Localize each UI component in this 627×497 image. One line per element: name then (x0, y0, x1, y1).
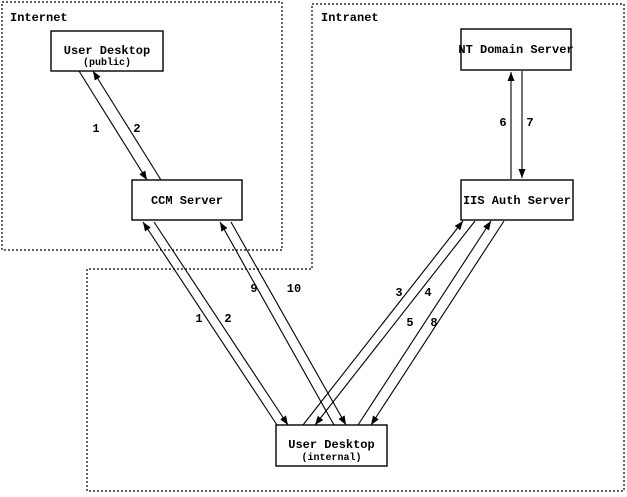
arrows-layer: 1 2 1 2 9 10 3 4 5 8 6 7 (78, 70, 534, 426)
arrow-3-line (302, 220, 464, 426)
arrow-5-line (357, 220, 492, 426)
arrow-1-label: 1 (195, 312, 202, 326)
arrow-10-line (230, 221, 347, 426)
arrow-10-label: 10 (287, 282, 301, 296)
node-iis-auth-server-box (460, 179, 574, 221)
node-nt-domain-server-box (460, 28, 572, 71)
arrow-1-label: 1 (92, 122, 99, 136)
arrow-8-label: 8 (430, 316, 437, 330)
node-ccm-server-title: CCM Server (151, 194, 223, 208)
arrow-1-line (78, 70, 148, 181)
node-user-desktop-public-subtitle: (public) (83, 57, 131, 69)
arrow-2-line (153, 221, 289, 426)
region-internet-label: Internet (10, 11, 68, 25)
region-intranet-border (86, 3, 625, 492)
arrow-4-line (314, 220, 476, 426)
node-user-desktop-internal-subtitle: (internal) (301, 452, 361, 464)
node-user-desktop-internal-title: User Desktop (288, 438, 374, 452)
arrow-9-line (219, 221, 335, 426)
arrow-2-line (92, 70, 162, 181)
arrow-7-label: 7 (526, 116, 533, 130)
region-intranet-label: Intranet (321, 11, 379, 25)
arrow-2-label: 2 (133, 122, 140, 136)
arrow-1-line (142, 221, 278, 426)
node-ccm-server-box (131, 179, 243, 221)
node-user-desktop-internal-box (275, 424, 388, 467)
arrow-4-label: 4 (424, 286, 431, 300)
node-nt-domain-server-title: NT Domain Server (458, 43, 573, 57)
region-internet-border (1, 1, 283, 251)
node-user-desktop-public-title: User Desktop (64, 44, 150, 58)
arrow-8-line (370, 220, 505, 426)
arrow-3-label: 3 (395, 286, 402, 300)
node-user-desktop-public-box (50, 30, 164, 72)
arrow-2-label: 2 (224, 312, 231, 326)
node-iis-auth-server-title: IIS Auth Server (463, 194, 571, 208)
arrow-6-label: 6 (499, 116, 506, 130)
arrow-9-label: 9 (250, 282, 257, 296)
arrow-5-label: 5 (406, 316, 413, 330)
